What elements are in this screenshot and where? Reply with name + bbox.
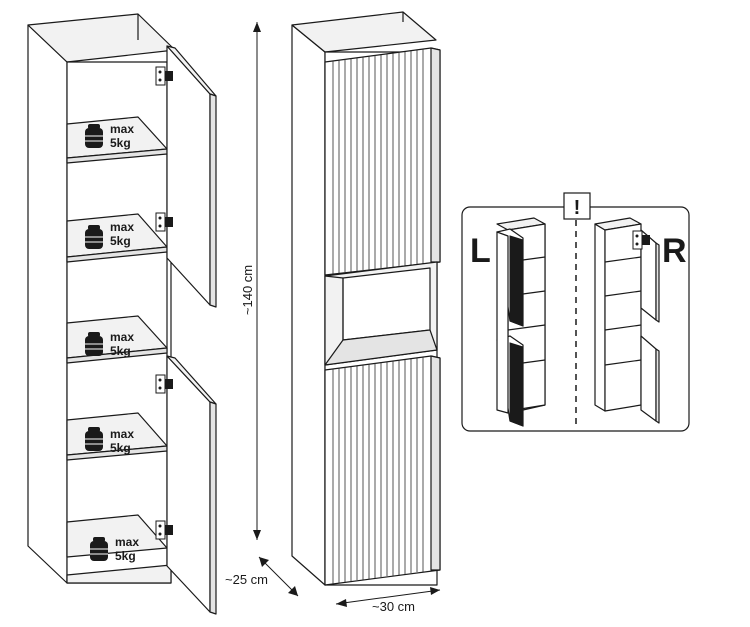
lower-open-door: [166, 355, 217, 615]
depth-dimension: ~25 cm: [225, 556, 299, 597]
load-label-max: max: [110, 220, 134, 234]
height-label: ~140 cm: [240, 265, 255, 315]
load-label-weight: 5kg: [115, 549, 136, 563]
depth-label: ~25 cm: [225, 572, 268, 587]
closed-cabinet-drawing: [291, 11, 441, 586]
lower-fluted-door: [324, 355, 441, 586]
height-dimension: ~140 cm: [240, 22, 261, 540]
load-label-max: max: [110, 122, 134, 136]
load-label-max: max: [110, 330, 134, 344]
width-label: ~30 cm: [372, 599, 415, 614]
upper-fluted-door: [324, 47, 441, 276]
load-label-weight: 5kg: [110, 234, 131, 248]
right-hinge-letter: R: [662, 232, 687, 270]
left-hinge-cabinet: [496, 217, 546, 427]
width-dimension: ~30 cm: [335, 587, 441, 614]
warning-mark: !: [574, 197, 581, 219]
upper-open-door: [166, 45, 217, 308]
right-hinge-cabinet: [594, 217, 660, 424]
open-niche: [324, 261, 438, 366]
load-label-weight: 5kg: [110, 441, 131, 455]
open-cabinet-drawing: max 5kg max 5kg max 5kg max 5kg max 5kg: [27, 13, 217, 615]
load-label-weight: 5kg: [110, 136, 131, 150]
hinge-option-panel: ! L R: [461, 192, 690, 432]
load-label-max: max: [110, 427, 134, 441]
left-hinge-letter: L: [470, 232, 491, 270]
warning-icon: [563, 192, 591, 220]
load-label-weight: 5kg: [110, 344, 131, 358]
load-label-max: max: [115, 535, 139, 549]
